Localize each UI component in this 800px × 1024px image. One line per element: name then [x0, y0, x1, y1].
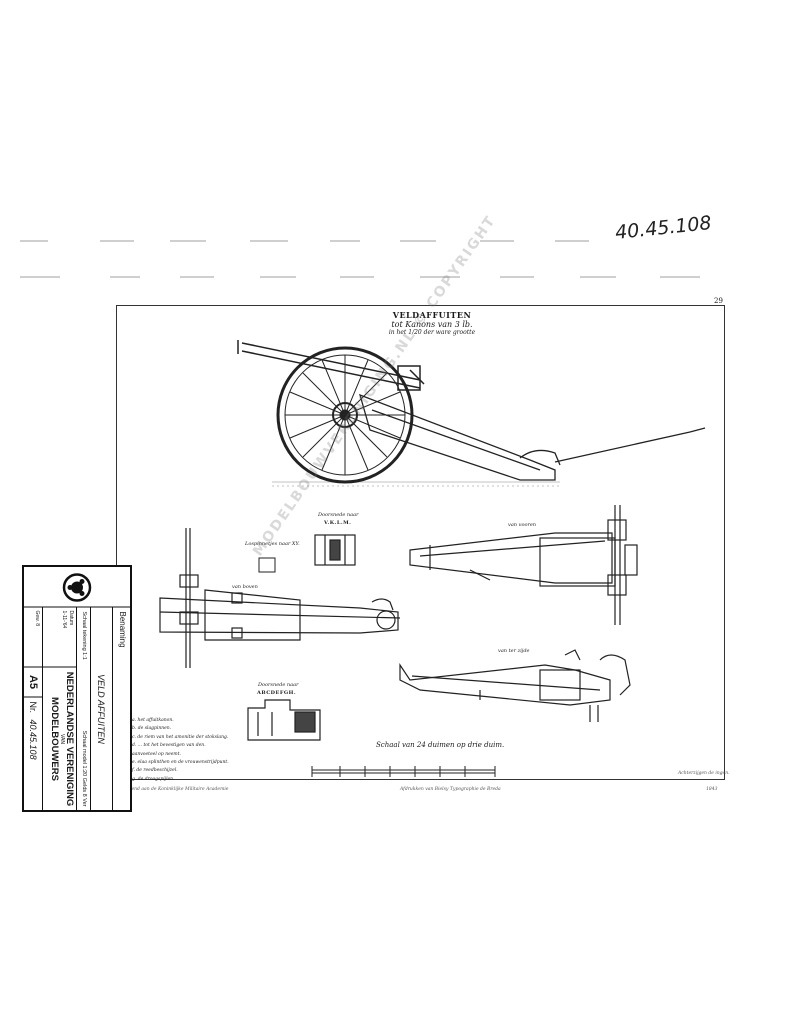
footer-right-note: Achterzijgen de ingen. — [678, 771, 730, 776]
nr-value: 40.45.108 — [28, 719, 38, 760]
title-block-inner: Benaming VELD AFFUITEN Schaal tekening 1… — [24, 567, 130, 810]
legend-item: g. de droogspijlen. — [132, 776, 175, 782]
association-logo — [24, 567, 130, 607]
footer-right-year: 1843 — [706, 787, 718, 792]
side-view — [399, 649, 631, 722]
schaal-tekening: Schaal tekening 1:1 — [81, 611, 87, 660]
label-side-view: van ter zijde — [498, 648, 530, 654]
nr-label: Nr. — [28, 701, 38, 713]
datum-label: Datum — [68, 610, 74, 625]
legend-item: d. ... tot het bevestigen van den. — [132, 743, 206, 749]
title-block-tag: Benaming VELD AFFUITEN Schaal tekening 1… — [22, 565, 132, 812]
label-detail-bottom-title: Doorsnede naar — [258, 682, 299, 688]
legend-item: b. de slagpinnen. — [132, 726, 172, 732]
ground-line — [272, 481, 560, 487]
sheet-number: 29 — [714, 297, 723, 305]
schaal-model: Schaal model 1:20 Gelds 8 Ver — [81, 730, 87, 806]
label-top-view: van boven — [232, 584, 258, 590]
front-view — [409, 505, 638, 625]
legend: a. het affuitkanon. b. de slagpinnen. c.… — [132, 717, 229, 784]
sheet-title-block: VELDAFFUITEN tot Kanons van 3 lb. in het… — [372, 310, 492, 336]
trail-side — [359, 393, 706, 481]
title-block-fields: Benaming VELD AFFUITEN Schaal tekening 1… — [24, 607, 130, 810]
detail-rear — [314, 534, 356, 566]
label-detail-rear-title: Doorsnede naar — [318, 512, 359, 518]
gew-label: Gew. — [34, 610, 40, 622]
footer-left: Getekend aan de Koninklijke Militaire Ac… — [118, 787, 229, 792]
legend-item: a. het affuitkanon. — [132, 718, 174, 723]
label-detail-rear-name: V.K.L.M. — [324, 520, 352, 526]
detail-bottom — [247, 699, 321, 741]
label-front-view: van vooren — [508, 522, 537, 528]
benaming-value: VELD AFFUITEN — [90, 607, 112, 810]
sheet-subtitle: tot Kanons van 3 lb. — [391, 320, 473, 329]
organisation-name: NEDERLANDSE VERENIGING VAN MODELBOUWERS — [43, 667, 76, 810]
top-view-left — [159, 528, 401, 668]
legend-item: aanvoeteel op neemt. — [132, 751, 181, 757]
scale-bar — [311, 766, 496, 777]
sheet-title: VELDAFFUITEN — [392, 310, 472, 320]
sheet-scale-note: in het 1/20 der ware grootte — [388, 329, 476, 336]
org-name-2: MODELBOUWERS — [49, 696, 60, 781]
logo-wheel-icon — [62, 572, 92, 601]
scale-row: Schaal tekening 1:1 Schaal model 1:20 Ge… — [76, 607, 90, 810]
organisation-row: Datum 1-11-'64 NEDERLANDSE VERENIGING VA… — [42, 607, 76, 810]
legend-item: e. elaa splinthen en de vrouwenstrijdpun… — [132, 760, 229, 766]
footer-center: Afdrukken van Bielsy Typographie de Bred… — [400, 787, 501, 792]
legend-item: c. de riem van het amonitie der stokslan… — [132, 734, 229, 740]
format-cell: A5 — [24, 667, 42, 697]
scale-caption: Schaal van 24 duimen op drie duim. — [376, 741, 505, 749]
barrel-side — [237, 340, 425, 391]
legend-item: f. de reedbeschijzel. — [132, 768, 178, 774]
benaming-label: Benaming — [112, 607, 130, 810]
org-name-1: NEDERLANDSE VERENIGING — [64, 671, 75, 806]
drawing-sheet — [116, 305, 725, 780]
number-row: Gew. 8 A5 Nr. 40.45.108 — [24, 607, 42, 810]
detail-chamber — [258, 557, 276, 573]
label-detail-bottom-name: ABCDEFGH. — [257, 690, 297, 696]
date-cell: Datum 1-11-'64 — [43, 607, 76, 667]
gew-cell: Gew. 8 — [24, 607, 42, 667]
gew-value: 8 — [34, 622, 40, 626]
label-detail-chamber: Lospinnetjes naar XY. — [245, 541, 300, 547]
datum-value: 1-11-'64 — [61, 610, 67, 628]
nr-cell: Nr. 40.45.108 — [24, 697, 42, 810]
